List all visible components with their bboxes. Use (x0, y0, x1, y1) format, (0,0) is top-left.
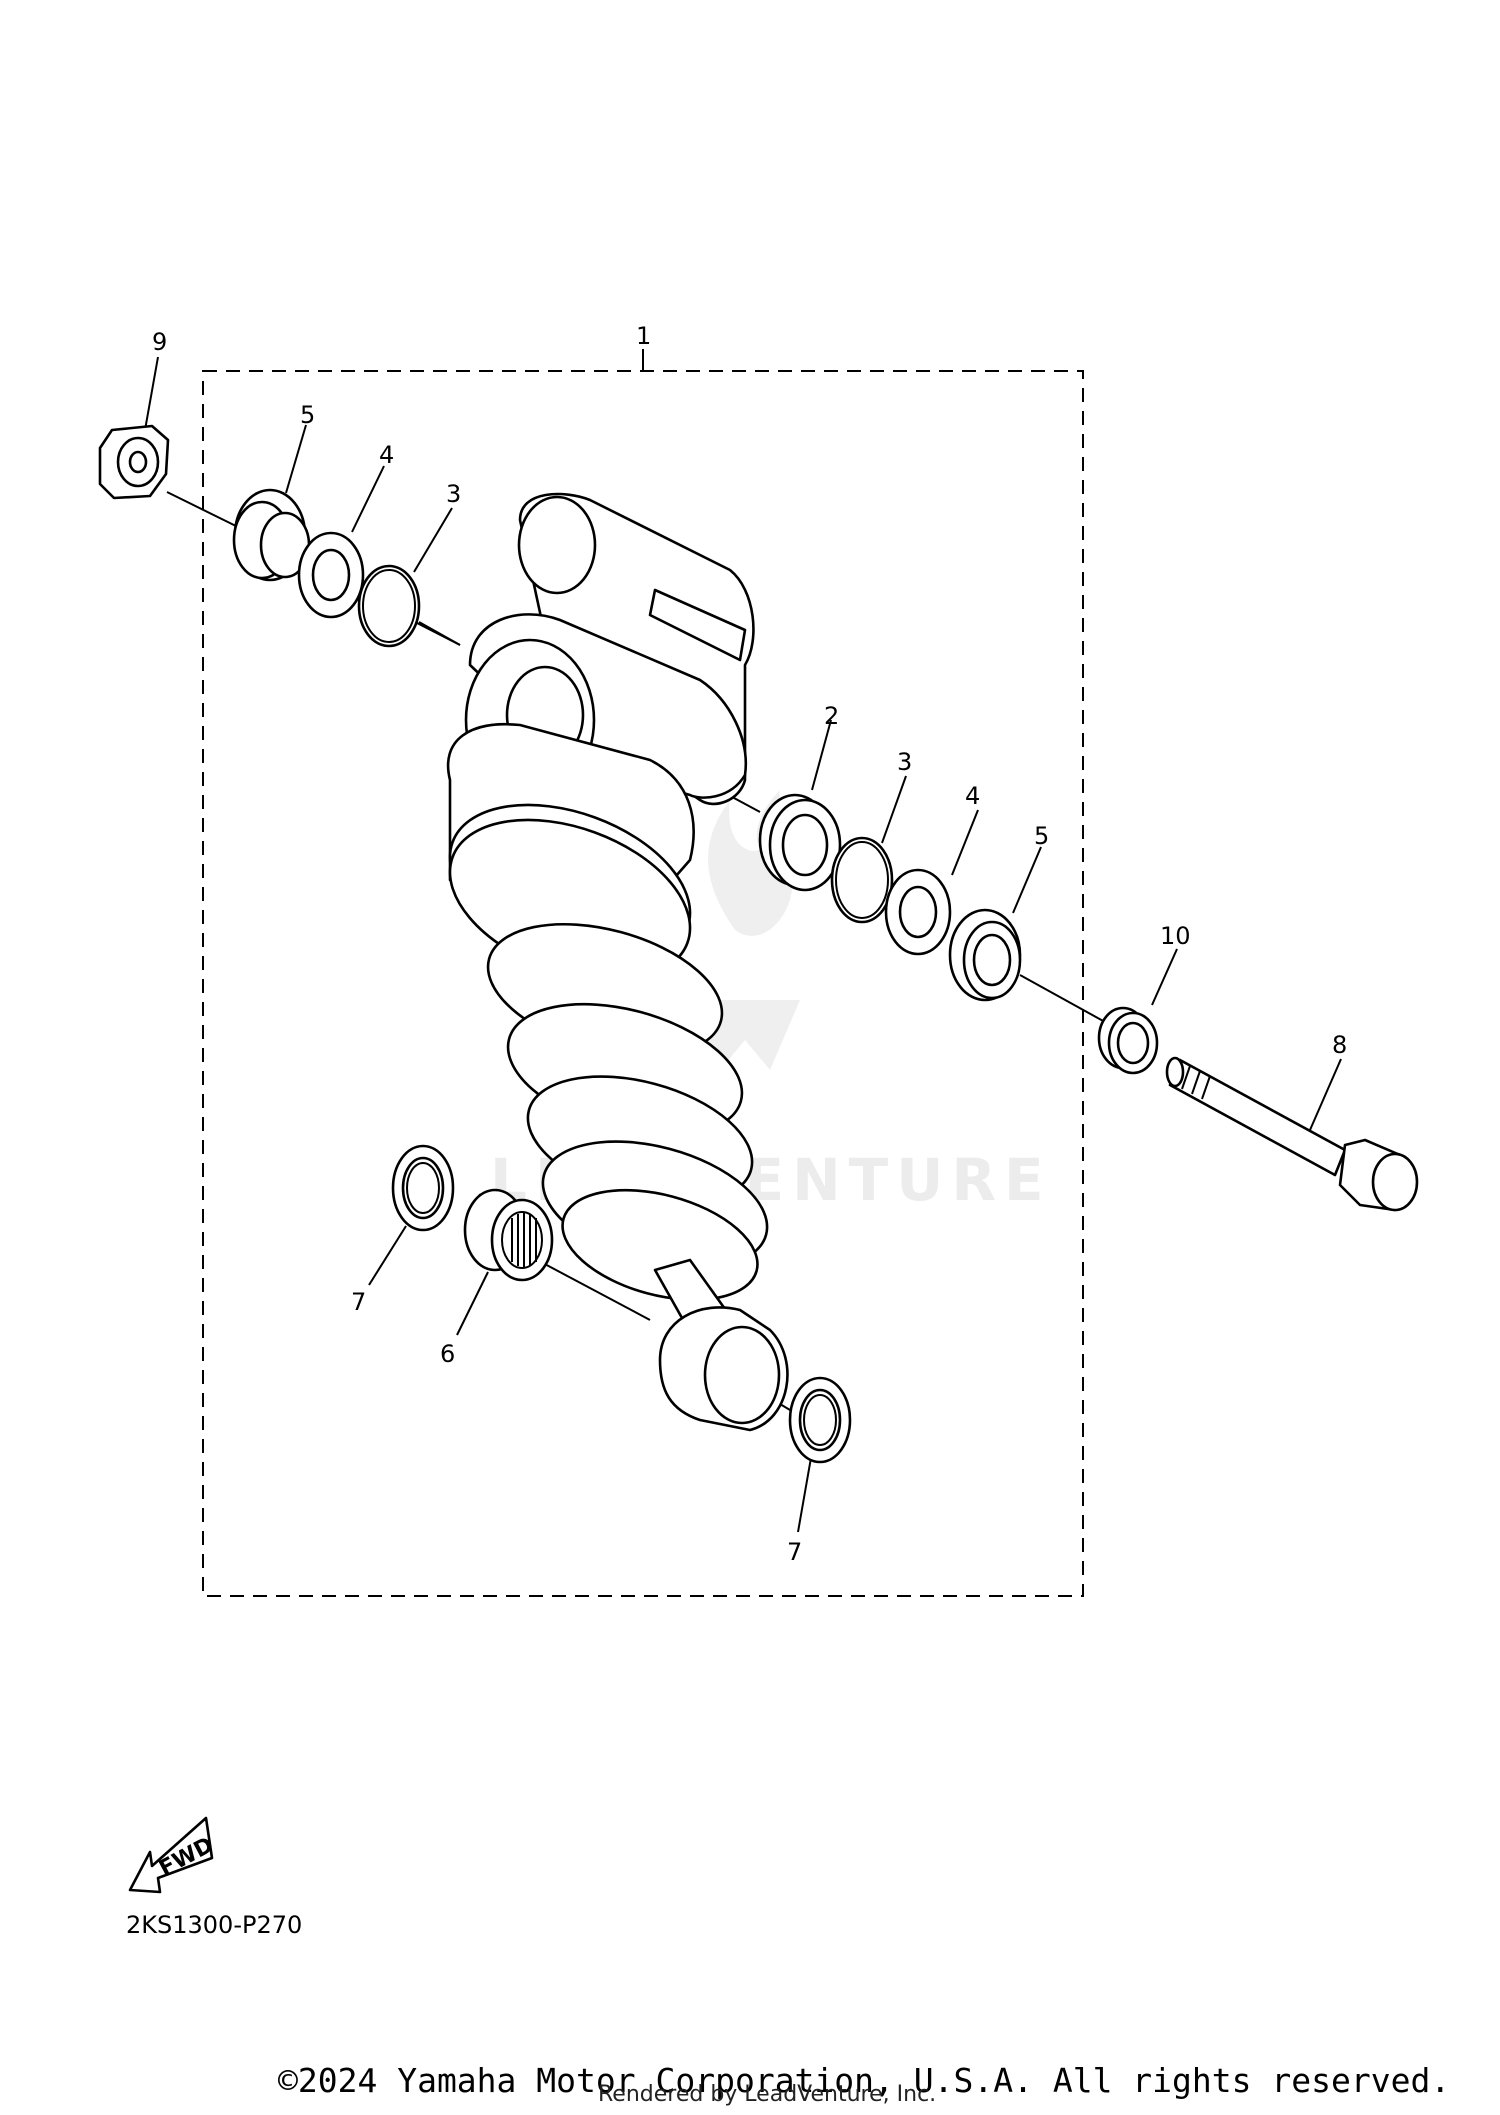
fwd-arrow-icon: FWD (128, 1816, 218, 1894)
callout-4-left: 4 (379, 441, 394, 469)
part-7-oil-seal-lower (788, 1376, 852, 1464)
part-3-oring-right (830, 836, 894, 924)
callout-6: 6 (440, 1340, 455, 1368)
part-9-nut (98, 424, 170, 500)
part-7-oil-seal-upper (391, 1144, 455, 1232)
callout-4-right: 4 (965, 782, 980, 810)
part-6-needle-bearing (463, 1188, 554, 1282)
callout-5-left: 5 (300, 401, 315, 429)
callout-8: 8 (1332, 1031, 1347, 1059)
callout-3-left: 3 (446, 480, 461, 508)
callout-7-lower: 7 (787, 1538, 802, 1566)
part-3-oring-left (357, 564, 421, 648)
part-4-washer-right (884, 868, 952, 956)
part-5-collar-left (232, 488, 311, 582)
callout-7-upper: 7 (351, 1288, 366, 1316)
callout-9: 9 (152, 328, 167, 356)
part-8-bolt (1165, 1056, 1419, 1212)
part-4-washer-left (297, 531, 365, 619)
copyright-text: ©2024 Yamaha Motor Corporation, U.S.A. A… (278, 2061, 1451, 2100)
callout-1: 1 (636, 322, 651, 350)
callout-2: 2 (824, 702, 839, 730)
callout-3-right: 3 (897, 748, 912, 776)
callouts: 1 2 3 3 4 4 5 5 6 7 7 8 9 10 (152, 322, 1347, 1566)
rendered-by-text: Rendered by LeadVenture, Inc. (598, 2082, 937, 2107)
part-10-collar (1097, 1006, 1159, 1075)
callout-5-right: 5 (1034, 822, 1049, 850)
part-1-shock-absorber (446, 492, 789, 1432)
diagram-code: 2KS1300-P270 (126, 1911, 303, 1939)
part-2-bearing (758, 793, 842, 892)
callout-10: 10 (1160, 922, 1191, 950)
part-5-collar-right (948, 908, 1022, 1002)
